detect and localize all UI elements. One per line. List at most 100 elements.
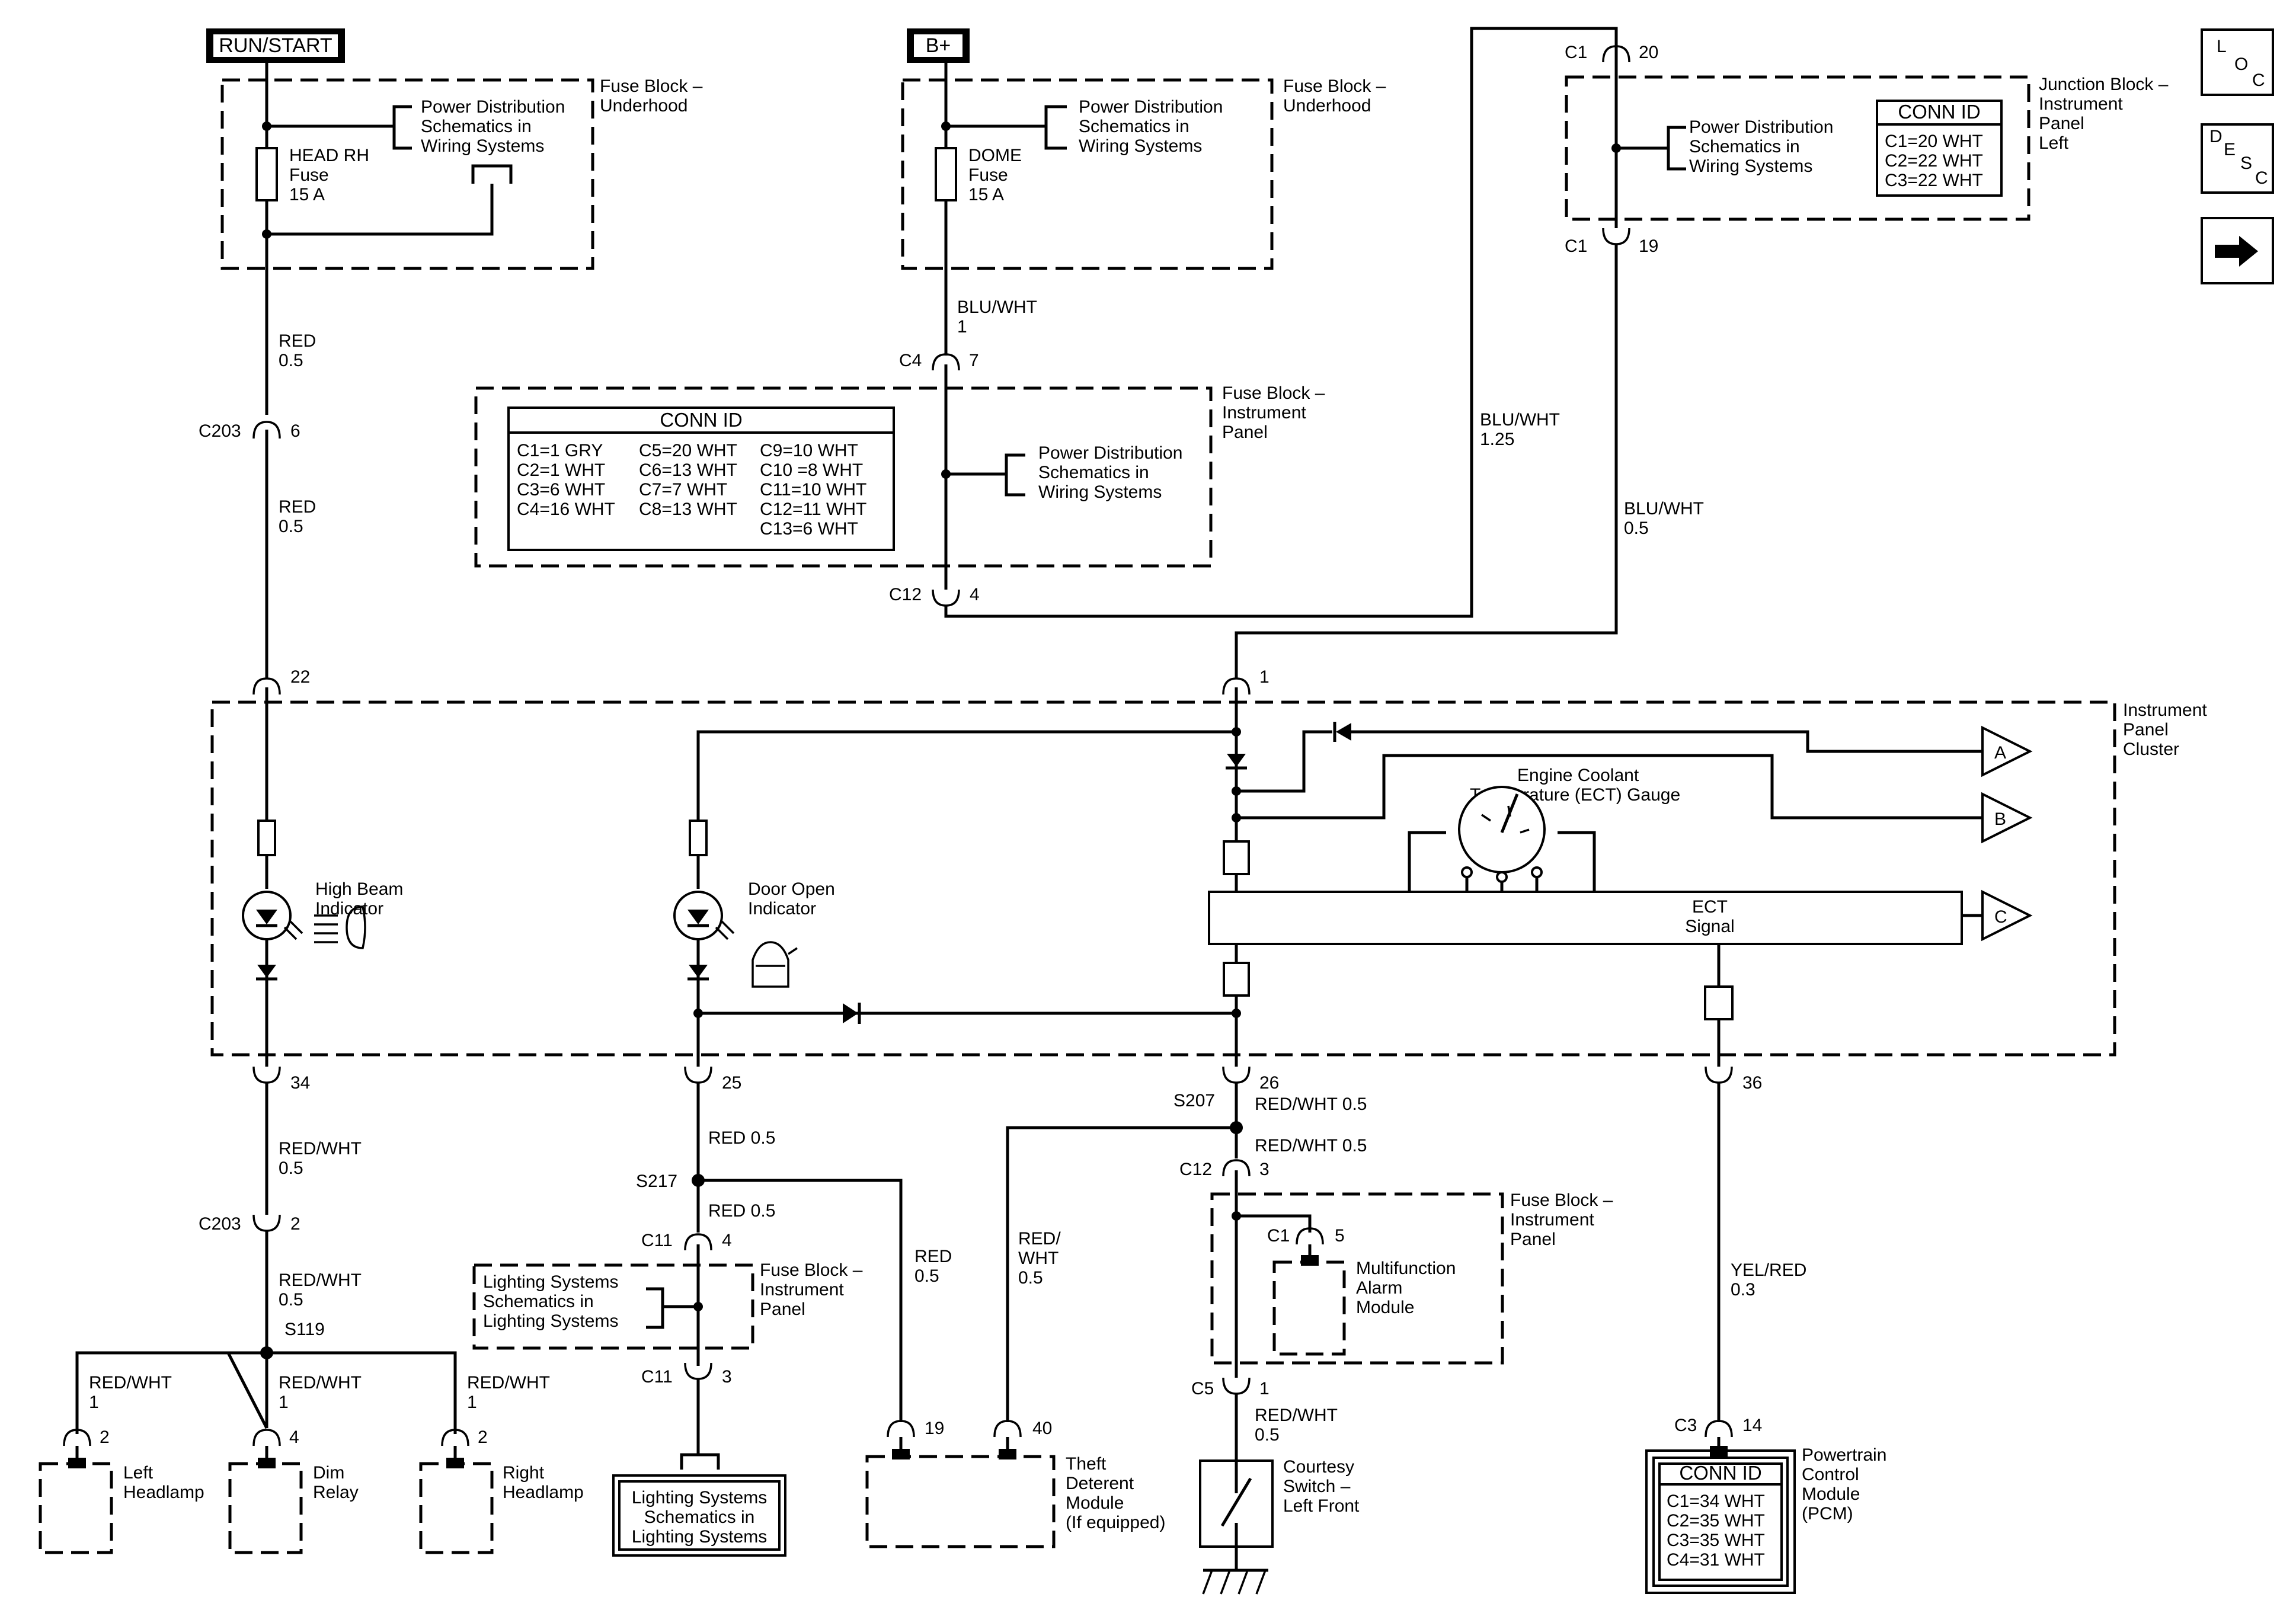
svg-text:C3=35 WHT: C3=35 WHT <box>1667 1531 1765 1550</box>
cluster-pin-26: 26 <box>1222 1066 1279 1093</box>
svg-text:Right: Right <box>503 1463 545 1483</box>
cluster-pin-34: 34 <box>252 1066 310 1093</box>
fuse-block-underhood-1-ref-3: Wiring Systems <box>421 136 544 156</box>
c203-top-pin: 6 <box>290 421 300 441</box>
loc-icon[interactable]: L O C <box>2201 28 2274 96</box>
head-rh-fuse-rating: 15 A <box>289 185 325 204</box>
lower-left-red-wht-05-b-color: RED/WHT <box>279 1270 362 1290</box>
svg-text:E: E <box>2224 140 2236 159</box>
high-beam-led-icon <box>242 891 303 940</box>
junction-block-title-4: Left <box>2039 133 2069 153</box>
ref-c-triangle: C <box>1981 889 2033 942</box>
junction-block-title-2: Instrument <box>2039 94 2123 114</box>
svg-text:S217: S217 <box>636 1172 677 1191</box>
svg-text:RED 0.5: RED 0.5 <box>708 1128 775 1148</box>
ect-gauge-icon <box>1408 786 1596 892</box>
pcm-module: CONN ID C1=34 WHT C2=35 WHT C3=35 WHT C4… <box>1645 1445 1886 1594</box>
junction-block: Junction Block – Instrument Panel Left P… <box>1565 75 2169 221</box>
conn-id-c8: C8=13 WHT <box>639 500 737 519</box>
fuse-block-underhood-1-ref-1: Power Distribution <box>421 97 565 117</box>
conn-id-c2: C2=1 WHT <box>517 460 605 480</box>
wire-blu-wht-05-color: BLU/WHT <box>1624 499 1704 518</box>
junction-block-ref-3: Wiring Systems <box>1689 156 1812 176</box>
door-open-resistor <box>689 820 708 856</box>
svg-text:Schematics in: Schematics in <box>483 1292 594 1311</box>
svg-text:RED/WHT 0.5: RED/WHT 0.5 <box>1255 1136 1367 1156</box>
c12-top-pin: 4 <box>970 585 980 604</box>
desc-icon[interactable]: D E S C <box>2201 123 2274 194</box>
ect-gauge-label-1: Engine Coolant <box>1517 766 1639 785</box>
conn-id-c9: C9=10 WHT <box>760 441 858 460</box>
junction-bottom-pin: 19 <box>1639 236 1658 256</box>
svg-text:YEL/RED: YEL/RED <box>1731 1260 1806 1280</box>
door-open-label-2: Indicator <box>748 899 816 918</box>
connector-c5: C5 1 <box>1191 1377 1269 1398</box>
wire-blu-wht-1-color: BLU/WHT <box>957 297 1037 317</box>
door-open-label-1: Door Open <box>748 879 835 899</box>
fuse-block-ip-title-1: Fuse Block – <box>1222 383 1325 403</box>
fuse-block-ip-right: Fuse Block – Instrument Panel C1 5 Multi… <box>1210 1190 1613 1365</box>
svg-text:Instrument: Instrument <box>1510 1210 1594 1230</box>
svg-text:3: 3 <box>722 1367 732 1387</box>
svg-text:Courtesy: Courtesy <box>1283 1457 1354 1477</box>
ect-signal-label-2: Signal <box>1685 917 1734 936</box>
svg-text:0.3: 0.3 <box>1731 1280 1755 1299</box>
svg-text:Module: Module <box>1802 1484 1860 1504</box>
svg-text:34: 34 <box>290 1073 310 1093</box>
svg-text:Lighting Systems: Lighting Systems <box>483 1272 618 1292</box>
svg-text:Powertrain: Powertrain <box>1802 1445 1886 1465</box>
headlamp-icon <box>314 905 366 949</box>
svg-text:RED 0.5: RED 0.5 <box>708 1201 775 1221</box>
svg-text:1: 1 <box>1259 667 1269 687</box>
svg-text:(If equipped): (If equipped) <box>1066 1513 1165 1532</box>
svg-text:1: 1 <box>89 1393 99 1412</box>
junction-block-title-1: Junction Block – <box>2039 75 2169 94</box>
svg-text:2: 2 <box>290 1214 300 1234</box>
svg-text:1: 1 <box>1259 1379 1269 1398</box>
svg-text:1: 1 <box>467 1393 477 1412</box>
svg-text:Fuse Block –: Fuse Block – <box>760 1260 863 1280</box>
svg-text:0.5: 0.5 <box>1018 1268 1043 1288</box>
wire-blu-wht-125-color: BLU/WHT <box>1480 410 1560 430</box>
ect-signal-bus <box>1208 891 1963 945</box>
svg-text:RED/WHT 0.5: RED/WHT 0.5 <box>1255 1094 1367 1114</box>
high-beam-label-1: High Beam <box>315 879 403 899</box>
svg-text:C203: C203 <box>199 1214 241 1234</box>
junction-conn-c2: C2=22 WHT <box>1885 151 1983 171</box>
svg-text:Headlamp: Headlamp <box>123 1483 204 1502</box>
lower-left-red-wht-05-a-color: RED/WHT <box>279 1139 362 1158</box>
junction-conn-id-title: CONN ID <box>1898 101 1980 123</box>
svg-text:C4=31 WHT: C4=31 WHT <box>1667 1550 1765 1570</box>
svg-text:Instrument: Instrument <box>760 1280 844 1299</box>
svg-text:Left Front: Left Front <box>1283 1496 1360 1516</box>
cluster-title-2: Panel <box>2123 720 2169 740</box>
ect-signal-label-1: ECT <box>1692 897 1728 917</box>
conn-id-c5: C5=20 WHT <box>639 441 737 460</box>
svg-text:40: 40 <box>1032 1419 1052 1438</box>
svg-text:C: C <box>2255 168 2268 188</box>
svg-text:Lighting Systems: Lighting Systems <box>483 1311 618 1331</box>
fuse-block-underhood-2: Fuse Block – Underhood Power Distributio… <box>901 76 1386 270</box>
svg-text:C: C <box>2252 71 2265 90</box>
connector-c3: C3 14 <box>1674 1416 1762 1438</box>
c4-pin: 7 <box>969 351 979 370</box>
svg-text:RED/WHT: RED/WHT <box>89 1373 172 1393</box>
wire-red-05-mid-size: 0.5 <box>279 517 303 536</box>
svg-text:RED/WHT: RED/WHT <box>279 1373 362 1393</box>
right-headlamp: 2 Right Headlamp <box>419 1427 584 1554</box>
junction-top-conn: C1 <box>1565 43 1587 62</box>
cluster-title-1: Instrument <box>2123 700 2207 720</box>
fuse-block-ip-conn-id-table <box>507 406 895 551</box>
conn-id-c3: C3=6 WHT <box>517 480 605 500</box>
next-arrow-icon[interactable] <box>2201 217 2274 284</box>
svg-text:22: 22 <box>290 667 310 687</box>
ect-output-resistor <box>1704 985 1734 1020</box>
svg-text:0.5: 0.5 <box>1255 1425 1280 1445</box>
ref-b-triangle: B <box>1981 792 2033 844</box>
svg-text:1: 1 <box>279 1393 289 1412</box>
svg-text:C1=34 WHT: C1=34 WHT <box>1667 1491 1765 1511</box>
theft-deterrent-module: 19 40 Theft Deterent Module (If equipped… <box>865 1419 1165 1548</box>
svg-text:Schematics in: Schematics in <box>644 1507 755 1527</box>
high-beam-diode <box>257 965 276 978</box>
